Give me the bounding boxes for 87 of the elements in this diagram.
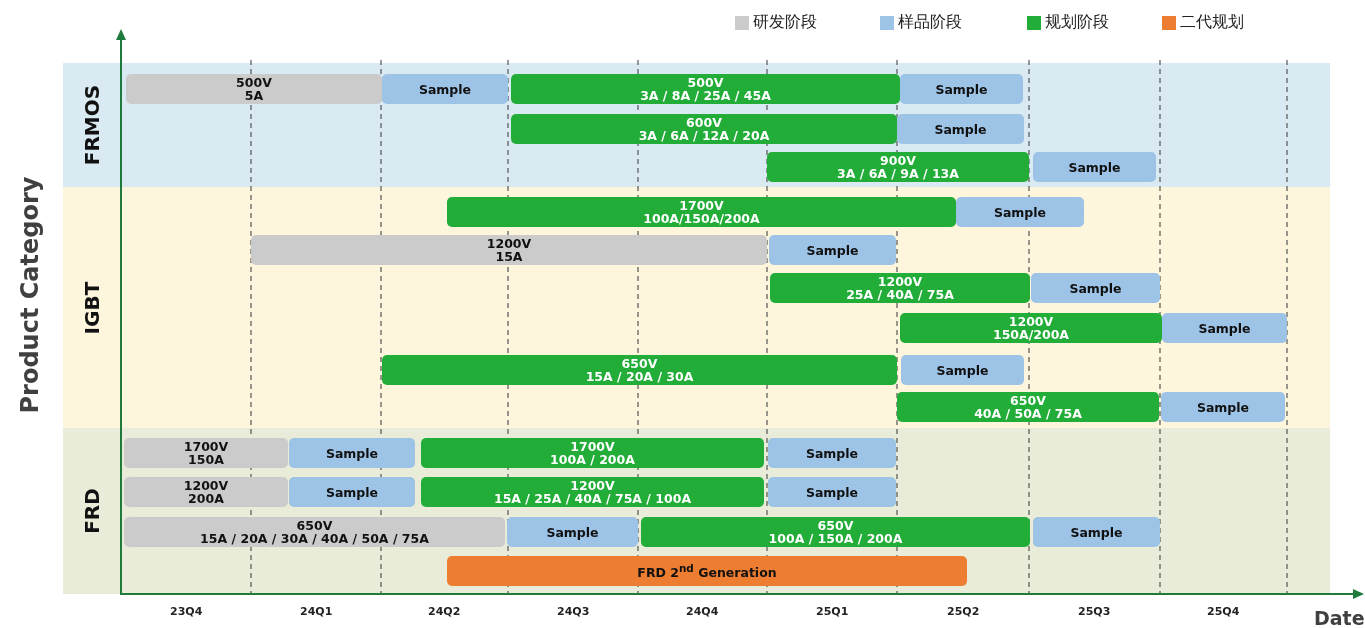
tick-label: 25Q4 [1207,605,1240,618]
category-label: FRD [79,488,104,534]
phase-bar [768,438,896,468]
phase-bar [767,152,1029,182]
phase-bar [447,197,956,227]
phase-bar [900,313,1162,343]
bar-label: 600V 3A / 6A / 12A / 20A [638,116,770,142]
phase-bar [897,392,1159,422]
phase-bar [1161,392,1285,422]
legend-label: 二代规划 [1180,12,1244,33]
bar-label: Sample [934,122,987,136]
phase-bar [289,477,415,507]
bar-label: Sample [935,82,988,96]
phase-bar [900,74,1023,104]
phase-bar [897,114,1024,144]
category-band [63,187,1330,428]
tick-label: 24Q2 [428,605,461,618]
bar-label: 1700V 100A / 200A [550,440,635,466]
tick-label: 24Q3 [557,605,590,618]
bar-label: FRD 2$^{nd}$ Generation [637,562,777,580]
phase-bar [421,477,764,507]
bar-label: 500V 3A / 8A / 25A / 45A [640,76,771,102]
bar-label: 900V 3A / 6A / 9A / 13A [837,154,959,180]
bar-label: Sample [546,525,599,539]
bar-label: Sample [805,446,859,460]
legend-label: 样品阶段 [898,12,962,33]
phase-bar [382,355,897,385]
phase-bar [124,438,288,468]
phase-bar [251,235,767,265]
phase-bar [382,74,508,104]
phase-bar [447,556,967,586]
bar-label: 650V 15A / 20A / 30A / 40A / 50A / 75A [200,519,429,545]
tick-label: 24Q1 [300,605,333,618]
bar-label: 650V 100A / 150A / 200A [768,519,903,545]
axis-title: Product Category [16,176,44,414]
phase-bar [769,235,896,265]
bar-label: 1200V 150A/200A [992,315,1070,341]
bar-label: Sample [1198,321,1251,335]
phase-bar [289,438,415,468]
phase-bar [768,477,896,507]
bar-label: Sample [1070,525,1123,539]
tick-label: 25Q1 [816,605,849,618]
bar-label: Sample [993,205,1047,219]
bar-label: 1200V 15A [486,237,532,263]
bar-label: 1700V 150A [183,440,229,466]
bar-label: Sample [325,446,379,460]
bar-label: Sample [325,485,379,499]
phase-bar [421,438,764,468]
phase-bar [511,114,897,144]
bar-label: Sample [418,82,472,96]
bar-label: Sample [936,363,989,377]
phase-bar [1031,273,1160,303]
bar-label: 500V 5A [236,76,272,102]
phase-bar [126,74,382,104]
phase-bar [901,355,1024,385]
bar-label: 650V 40A / 50A / 75A [974,394,1082,420]
tick-label: 23Q4 [170,605,203,618]
bar-label: Sample [1196,400,1250,414]
phase-bar [1033,152,1156,182]
phase-bar [507,517,638,547]
phase-bar [641,517,1030,547]
tick-label: 24Q4 [686,605,719,618]
phase-bar [1162,313,1287,343]
tick-label: 25Q2 [947,605,980,618]
bar-label: 1200V 15A / 25A / 40A / 75A / 100A [493,479,692,505]
bar-label: 650V 15A / 20A / 30A [585,357,694,383]
category-band [63,63,1330,187]
bar-label: 1700V 100A/150A/200A [643,199,760,225]
axis-title: Date [1314,607,1365,628]
bar-label: Sample [1069,281,1122,295]
phase-bar [511,74,900,104]
bar-label: Sample [805,485,859,499]
phase-bar [124,477,288,507]
tick-label: 25Q3 [1078,605,1111,618]
legend-label: 研发阶段 [753,12,817,33]
bar-label: 1200V 200A [183,479,229,505]
category-label: IGBT [79,281,104,334]
bar-label: Sample [1068,160,1121,174]
phase-bar [124,517,505,547]
phase-bar [770,273,1030,303]
bar-label: Sample [806,243,859,257]
legend-label: 规划阶段 [1045,12,1109,33]
category-label: FRMOS [80,84,105,166]
phase-bar [956,197,1084,227]
category-band [63,428,1330,594]
bar-label: 1200V 25A / 40A / 75A [846,275,954,301]
phase-bar [1033,517,1160,547]
